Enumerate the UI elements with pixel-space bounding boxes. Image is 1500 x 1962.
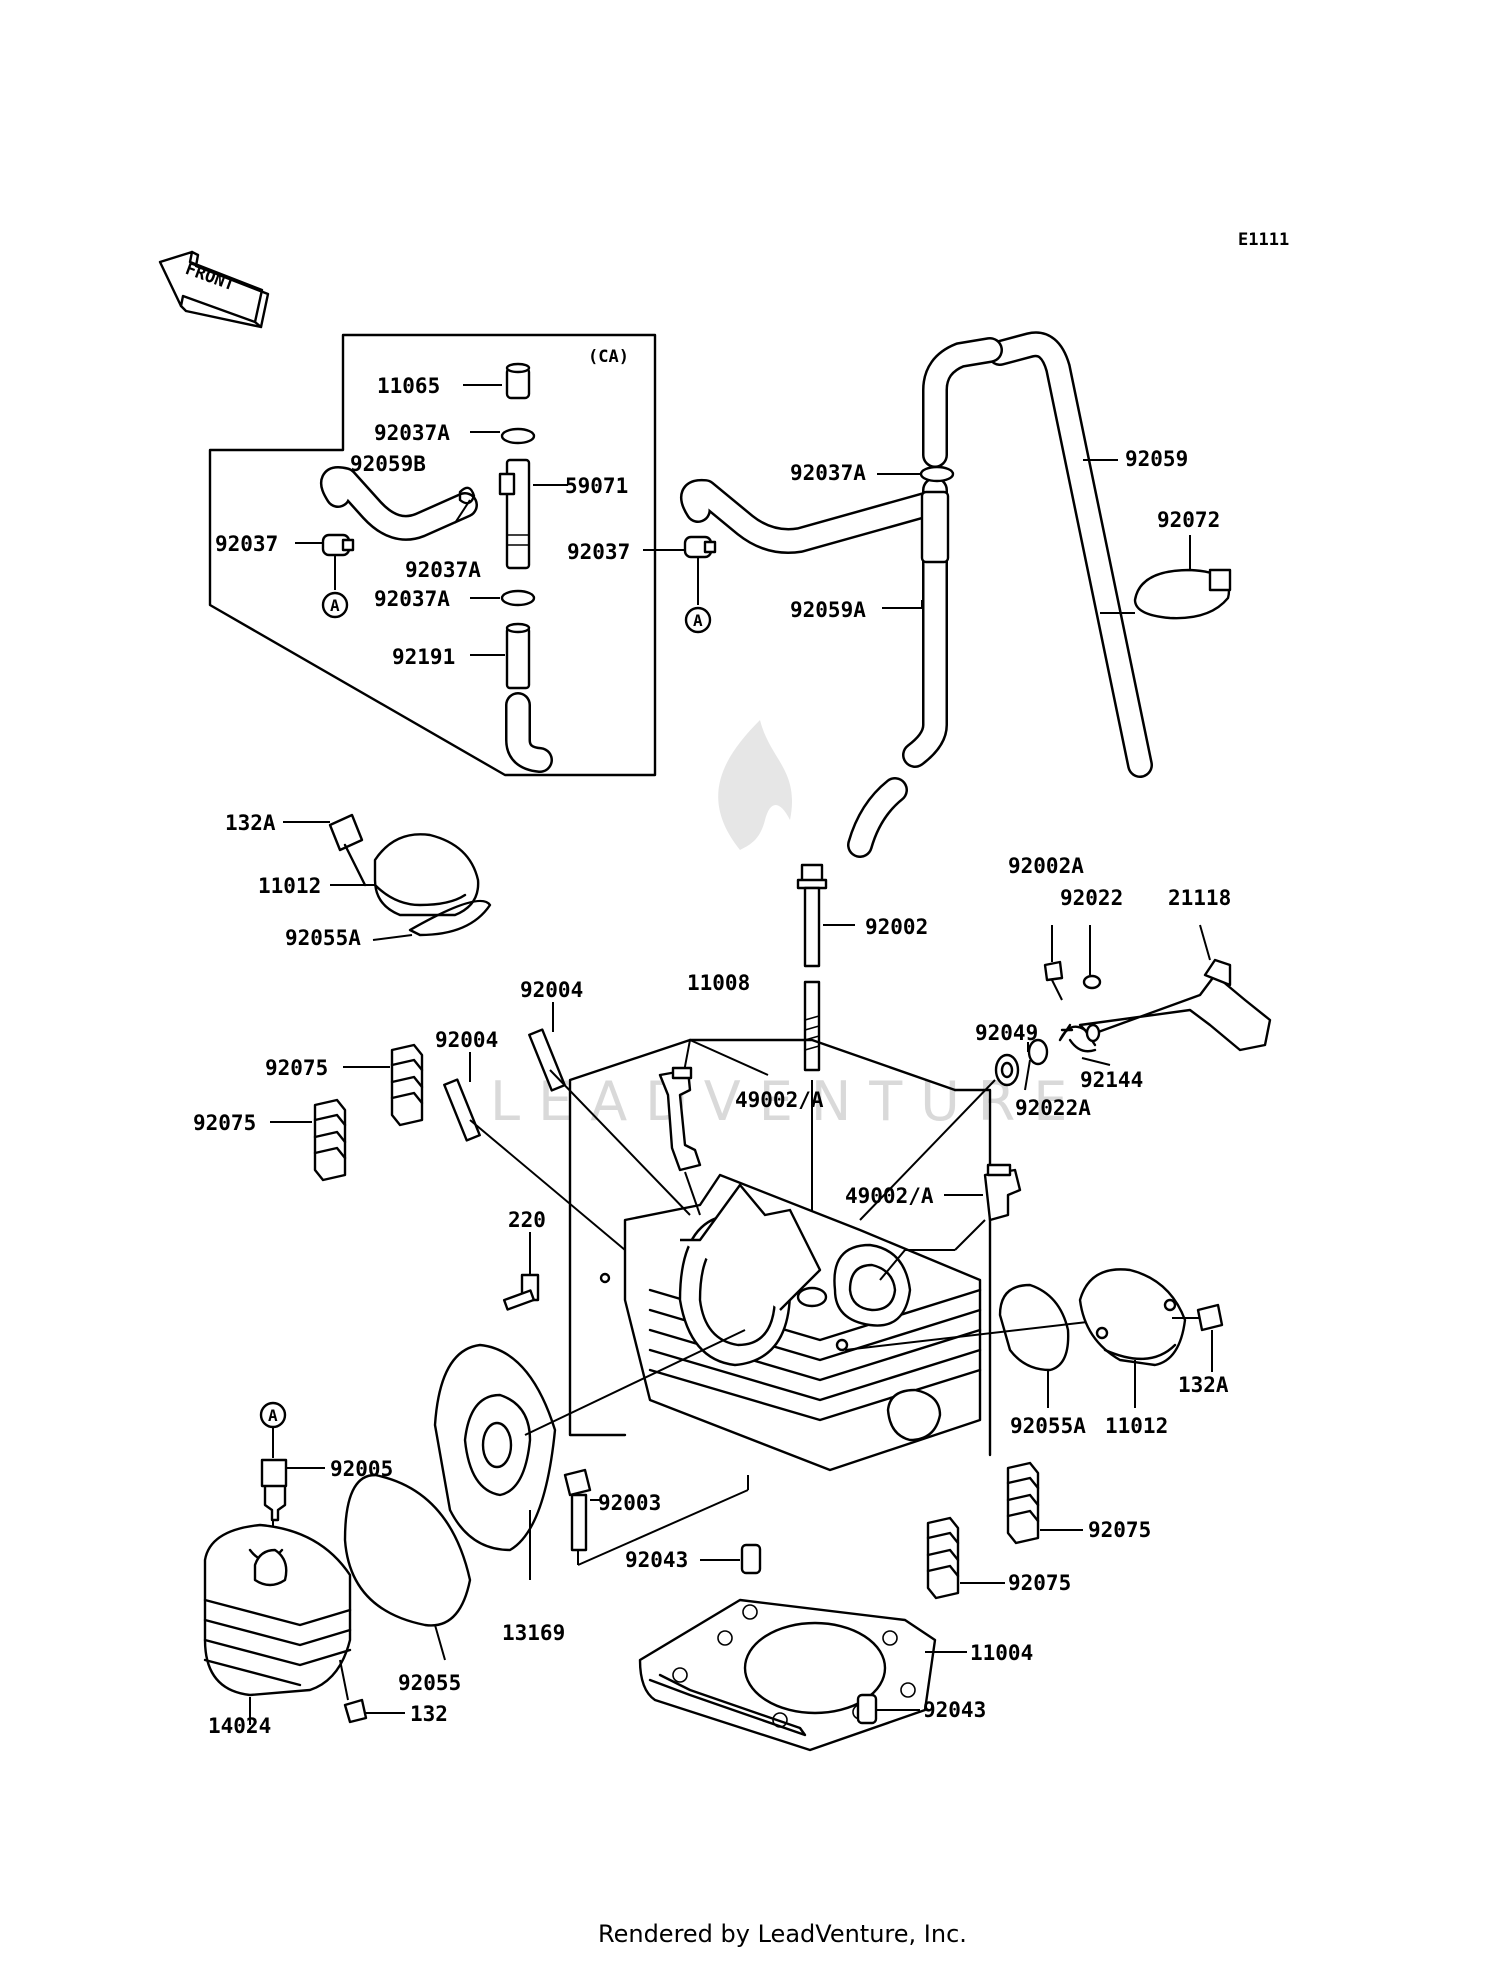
- label-92144: 92144: [1080, 1068, 1143, 1092]
- label-92037a-1: 92037A: [374, 421, 450, 445]
- label-14024: 14024: [208, 1714, 271, 1738]
- cylinder-head: [568, 1038, 992, 1472]
- label-92075-2: 92075: [193, 1111, 256, 1135]
- label-92022a: 92022A: [1015, 1096, 1091, 1120]
- label-92191: 92191: [392, 645, 455, 669]
- label-92037-2: 92037: [567, 540, 630, 564]
- label-49002a-2: 49002/A: [845, 1184, 934, 1208]
- label-132: 132: [410, 1702, 448, 1726]
- part-labels: 11065 92037A 92059B 59071 92037 92037A 9…: [193, 374, 1231, 1738]
- label-132a-2: 132A: [1178, 1373, 1229, 1397]
- label-220: 220: [508, 1208, 546, 1232]
- diagram-code: E1111: [1238, 230, 1289, 250]
- label-92037a-4: 92037A: [790, 461, 866, 485]
- label-92075-3: 92075: [1088, 1518, 1151, 1542]
- cylinder-head-gasket: [638, 1543, 967, 1752]
- label-92003: 92003: [598, 1491, 661, 1515]
- label-49002a-1: 49002/A: [735, 1088, 824, 1112]
- label-92055a-1: 92055A: [285, 926, 361, 950]
- label-92005: 92005: [330, 1457, 393, 1481]
- watermark-text: LEADVENTURE: [490, 1070, 1085, 1133]
- cotters-92075: [270, 1043, 1083, 1600]
- label-92004-2: 92004: [435, 1028, 498, 1052]
- label-92043-2: 92043: [923, 1698, 986, 1722]
- label-92075-4: 92075: [1008, 1571, 1071, 1595]
- label-92059: 92059: [1125, 447, 1188, 471]
- label-92059a: 92059A: [790, 598, 866, 622]
- label-92002: 92002: [865, 915, 928, 939]
- label-11008: 11008: [687, 971, 750, 995]
- cover-assembly-right: [844, 1268, 1224, 1408]
- bolt-92003: [563, 1468, 749, 1566]
- label-11065: 11065: [377, 374, 440, 398]
- label-11012-2: 11012: [1105, 1414, 1168, 1438]
- label-92037a-3: 92037A: [374, 587, 450, 611]
- footer-credit: Rendered by LeadVenture, Inc.: [598, 1920, 967, 1948]
- studs-92004: [443, 1002, 691, 1251]
- label-92075-1: 92075: [265, 1056, 328, 1080]
- label-92004-1: 92004: [520, 978, 583, 1002]
- label-11004: 11004: [970, 1641, 1033, 1665]
- connector-a-main: A: [693, 611, 703, 630]
- label-92055a-2: 92055A: [1010, 1414, 1086, 1438]
- breather-hose-assembly: A: [643, 331, 1232, 858]
- connector-a-cap: A: [268, 1406, 278, 1425]
- label-92037a-2: 92037A: [405, 558, 481, 582]
- label-92043-1: 92043: [625, 1548, 688, 1572]
- ca-variant-label: (CA): [588, 347, 629, 367]
- label-92037-1: 92037: [215, 532, 278, 556]
- label-59071: 59071: [565, 474, 628, 498]
- cam-cover-assembly: A: [203, 1232, 746, 1725]
- valves-49002a: [658, 1066, 1022, 1281]
- label-132a-1: 132A: [225, 811, 276, 835]
- label-92072: 92072: [1157, 508, 1220, 532]
- label-13169: 13169: [502, 1621, 565, 1645]
- label-21118: 21118: [1168, 886, 1231, 910]
- label-92049: 92049: [975, 1021, 1038, 1045]
- ca-subassembly: (CA) A: [208, 333, 657, 777]
- watermark: LEADVENTURE: [490, 720, 1085, 1133]
- label-92055: 92055: [398, 1671, 461, 1695]
- connector-a-ca: A: [330, 596, 340, 615]
- label-11012-1: 11012: [258, 874, 321, 898]
- label-92022: 92022: [1060, 886, 1123, 910]
- cover-assembly-upper: [283, 813, 492, 941]
- decomp-lever-assembly: [859, 924, 1272, 1221]
- front-arrow-icon: FRONT: [158, 250, 270, 329]
- label-92002a: 92002A: [1008, 854, 1084, 878]
- label-92059b: 92059B: [350, 452, 426, 476]
